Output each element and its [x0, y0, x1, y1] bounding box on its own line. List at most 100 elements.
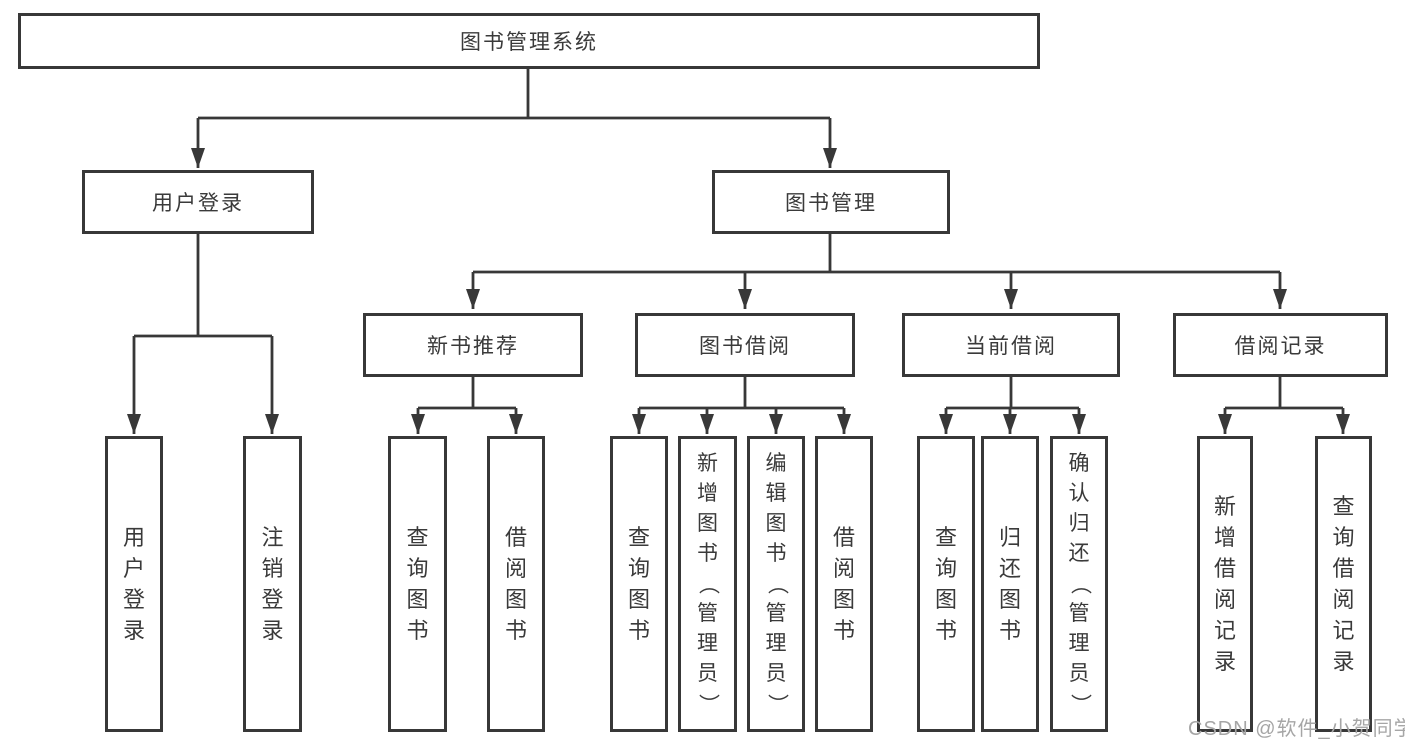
- vertical-char: 记: [1213, 618, 1236, 643]
- vertical-char: 注: [261, 525, 284, 550]
- connector-current-borrowing-branch: [946, 377, 1079, 410]
- leaf-query-books-1: 查询图书: [388, 436, 447, 732]
- vertical-char: 书: [504, 618, 527, 643]
- vertical-char: 图: [934, 587, 957, 612]
- node-new-book-recommendation: 新书推荐: [363, 313, 583, 377]
- vertical-char: 理: [765, 632, 787, 655]
- vertical-char: 登: [122, 587, 145, 612]
- node-book-management-system: 图书管理系统: [18, 13, 1040, 69]
- node-current-borrowing: 当前借阅: [902, 313, 1120, 377]
- vertical-char: 辑: [765, 482, 787, 505]
- vertical-char: 销: [261, 556, 284, 581]
- connector-book-management-branch: [473, 233, 1280, 274]
- connector-user-login-branch: [134, 233, 272, 338]
- vertical-char: 书: [832, 618, 855, 643]
- vertical-char: 增: [1213, 525, 1236, 550]
- connector-new-book-branch: [418, 377, 516, 410]
- leaf-borrow-books-1: 借阅图书: [487, 436, 545, 732]
- node-book-management: 图书管理: [712, 170, 950, 234]
- vertical-char: 询: [627, 556, 650, 581]
- vertical-char: 书: [765, 542, 787, 565]
- vertical-char: 询: [406, 556, 429, 581]
- vertical-char: 确: [1068, 452, 1090, 475]
- vertical-char: 查: [1332, 494, 1355, 519]
- vertical-char: 借: [1213, 556, 1236, 581]
- vertical-char: 书: [998, 618, 1021, 643]
- leaf-add-borrow-record: 新增借阅记录: [1197, 436, 1253, 732]
- node-label: 图书管理系统: [460, 31, 598, 54]
- node-label: 用户登录: [152, 192, 244, 215]
- leaf-confirm-return-admin: 确认归还 （ 管理员 ）: [1050, 436, 1108, 732]
- vertical-char: 书: [934, 618, 957, 643]
- vertical-char: 户: [122, 556, 145, 581]
- vertical-char: 借: [1332, 556, 1355, 581]
- vertical-char: 理: [1068, 632, 1090, 655]
- vertical-char: 员: [1068, 662, 1090, 685]
- node-label: 图书管理: [785, 192, 877, 215]
- vertical-char: 图: [504, 587, 527, 612]
- vertical-char: 书: [406, 618, 429, 643]
- vertical-char: ）: [696, 693, 720, 715]
- vertical-char: 查: [627, 525, 650, 550]
- leaf-user-login: 用户登录: [105, 436, 163, 732]
- vertical-char: 新: [1213, 494, 1236, 519]
- vertical-char: 编: [765, 452, 787, 475]
- node-borrowing-records: 借阅记录: [1173, 313, 1388, 377]
- connectors: [127, 68, 1350, 434]
- node-label: 借阅记录: [1234, 335, 1327, 358]
- watermark: CSDN @软件_小贺同学: [1188, 718, 1405, 740]
- vertical-char: 图: [406, 587, 429, 612]
- vertical-char: 还: [998, 556, 1021, 581]
- vertical-char: 归: [1068, 512, 1090, 535]
- vertical-char: 管: [697, 602, 718, 625]
- leaf-edit-book-admin: 编辑图书 （ 管理员 ）: [747, 436, 805, 732]
- vertical-char: 阅: [504, 556, 527, 581]
- vertical-char: 查: [406, 525, 429, 550]
- vertical-char: ）: [765, 693, 788, 715]
- vertical-char: 认: [1068, 482, 1090, 505]
- vertical-char: 管: [1068, 602, 1090, 625]
- leaf-return-books: 归还图书: [981, 436, 1039, 732]
- node-label: 新书推荐: [427, 335, 519, 358]
- vertical-char: 书: [627, 618, 650, 643]
- vertical-char: 借: [504, 525, 527, 550]
- vertical-char: 记: [1332, 618, 1355, 643]
- vertical-char: 还: [1068, 542, 1090, 565]
- vertical-char: 用: [122, 525, 145, 550]
- node-user-login: 用户登录: [82, 170, 314, 234]
- vertical-char: 理: [697, 632, 718, 655]
- node-book-borrowing: 图书借阅: [635, 313, 855, 377]
- vertical-char: （: [696, 573, 720, 595]
- vertical-char: 图: [998, 587, 1021, 612]
- vertical-char: 登: [261, 587, 284, 612]
- node-label: 图书借阅: [699, 335, 791, 358]
- vertical-char: 新: [697, 452, 718, 475]
- vertical-char: 阅: [1213, 587, 1236, 612]
- connector-root-branch: [198, 68, 830, 120]
- vertical-char: 阅: [832, 556, 855, 581]
- vertical-char: 询: [934, 556, 957, 581]
- vertical-char: 员: [765, 662, 787, 685]
- vertical-char: 查: [934, 525, 957, 550]
- vertical-char: （: [765, 573, 788, 595]
- vertical-char: 录: [261, 618, 284, 643]
- vertical-char: 图: [765, 512, 787, 535]
- leaf-add-book-admin: 新增图书（管理员）: [678, 436, 737, 732]
- vertical-char: ）: [1068, 693, 1091, 715]
- leaf-borrow-books-2: 借阅图书: [815, 436, 873, 732]
- vertical-char: 录: [1213, 649, 1236, 674]
- vertical-char: 阅: [1332, 587, 1355, 612]
- vertical-char: 图: [697, 512, 718, 535]
- connector-borrowing-records-branch: [1225, 377, 1343, 410]
- node-label: 当前借阅: [965, 335, 1057, 358]
- vertical-char: 图: [832, 587, 855, 612]
- vertical-char: （: [1068, 573, 1091, 595]
- vertical-char: 增: [697, 482, 718, 505]
- vertical-char: 录: [122, 618, 145, 643]
- vertical-char: 录: [1332, 649, 1355, 674]
- vertical-char: 书: [697, 542, 718, 565]
- vertical-char: 管: [765, 602, 787, 625]
- vertical-char: 归: [998, 525, 1021, 550]
